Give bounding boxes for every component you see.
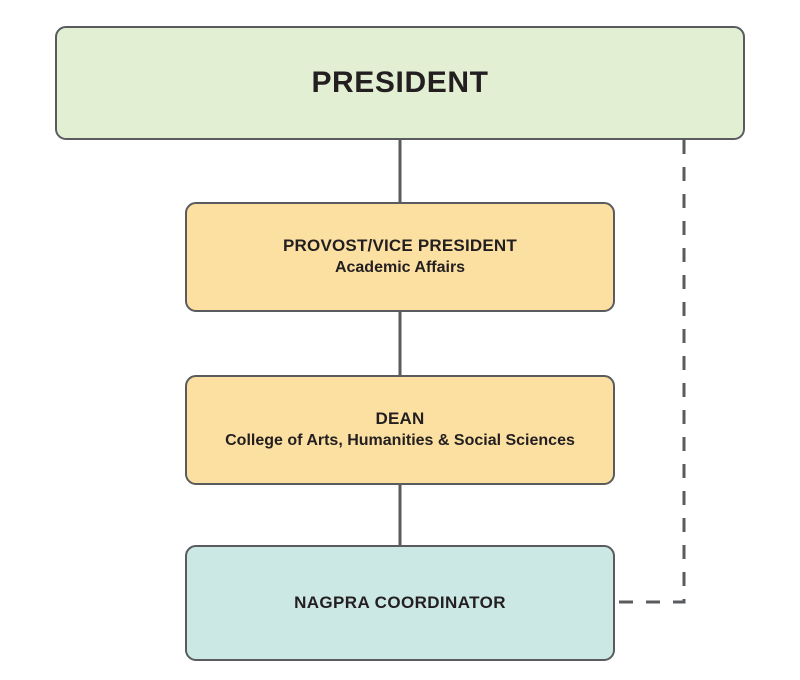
node-provost-title: PROVOST/VICE PRESIDENT xyxy=(283,235,517,255)
connector-president-to-nagpra-dashed xyxy=(615,140,686,604)
node-president-title: PRESIDENT xyxy=(311,65,489,99)
node-president[interactable]: PRESIDENT xyxy=(55,26,745,140)
node-nagpra[interactable]: NAGPRA COORDINATOR xyxy=(185,545,615,661)
node-dean-title: DEAN xyxy=(375,408,425,428)
node-dean[interactable]: DEAN College of Arts, Humanities & Socia… xyxy=(185,375,615,485)
node-provost-subtitle: Academic Affairs xyxy=(334,259,466,277)
node-provost[interactable]: PROVOST/VICE PRESIDENT Academic Affairs xyxy=(185,202,615,312)
node-dean-subtitle: College of Arts, Humanities & Social Sci… xyxy=(225,432,575,450)
node-nagpra-title: NAGPRA COORDINATOR xyxy=(294,592,506,612)
